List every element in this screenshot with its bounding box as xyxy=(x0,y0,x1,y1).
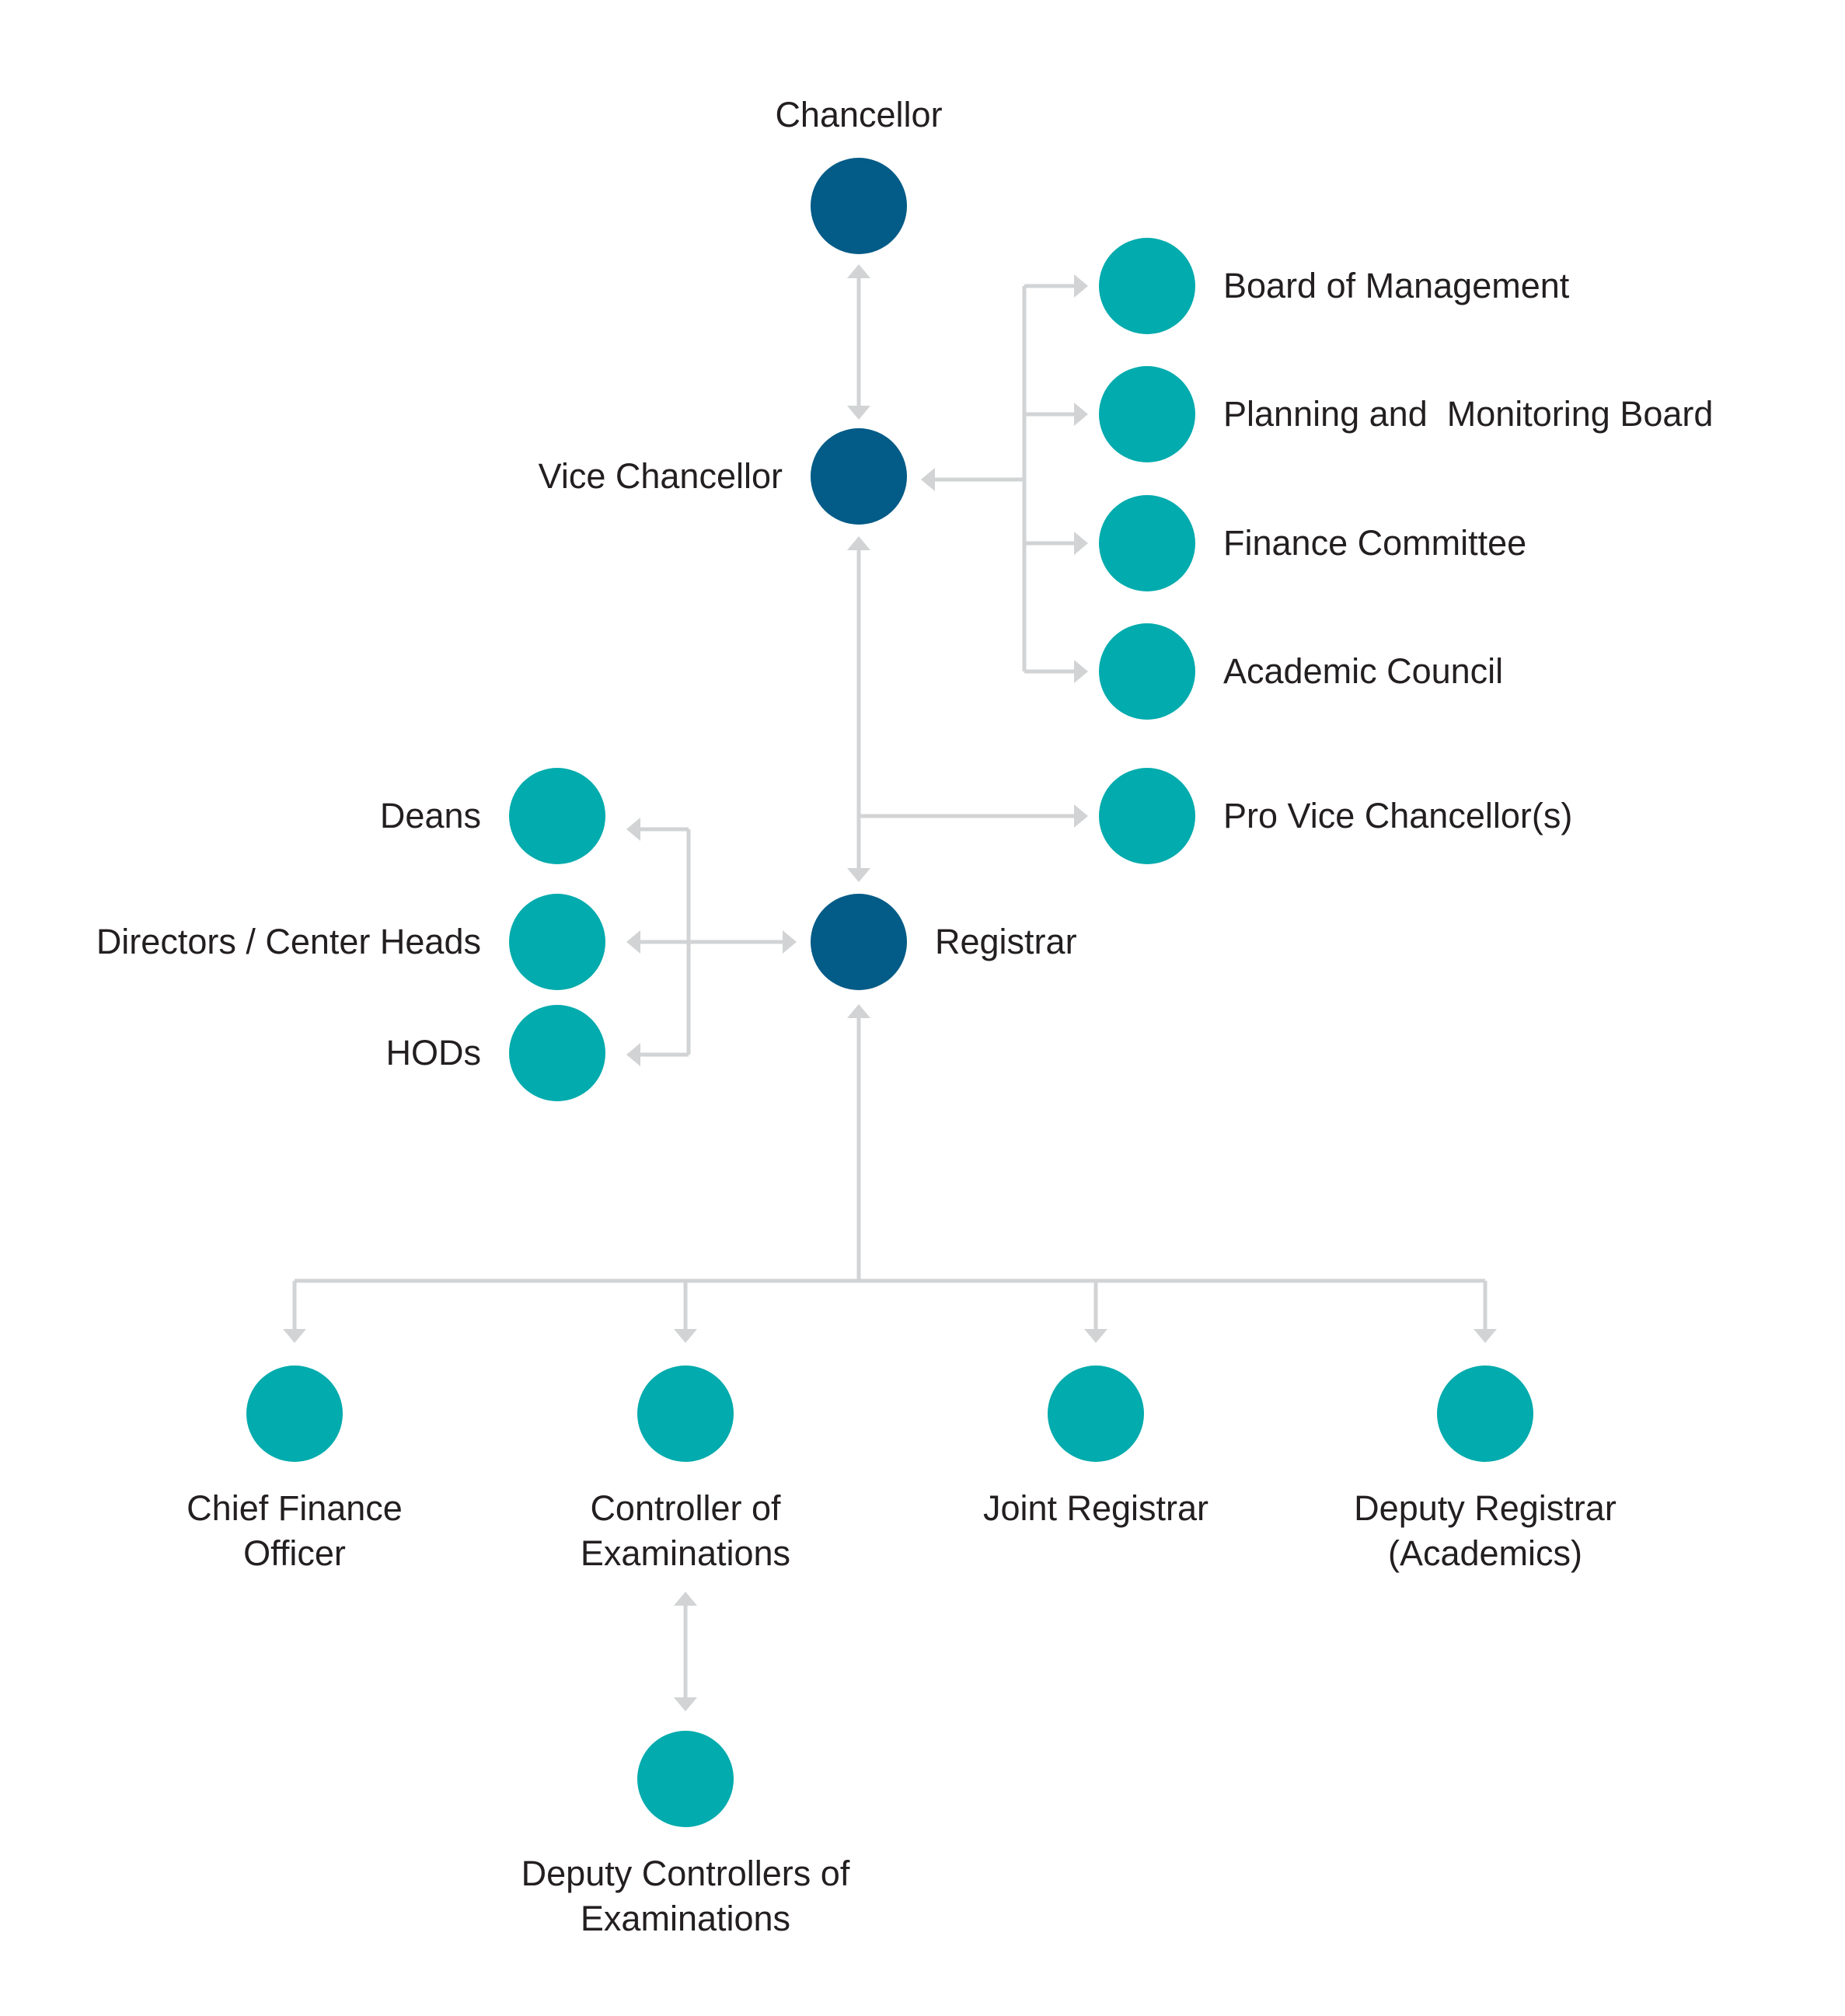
node-label-line: Controller of xyxy=(590,1488,781,1528)
arrowhead-up-icon xyxy=(847,1004,870,1018)
arrowhead-down-icon xyxy=(674,1329,697,1343)
node-label: Finance Committee xyxy=(1223,523,1526,563)
node-academic-council: Academic Council xyxy=(1099,623,1503,720)
node-label-line: Vice Chancellor xyxy=(539,456,783,496)
node-label: HODs xyxy=(386,1033,482,1073)
node-label-line: Examinations xyxy=(581,1533,790,1573)
arrowhead-up-icon xyxy=(674,1592,697,1606)
node-circle xyxy=(509,1005,605,1101)
node-label-line: Chancellor xyxy=(775,95,942,134)
node-circle xyxy=(637,1731,734,1827)
node-circle xyxy=(1099,366,1195,462)
arrowhead-left-icon xyxy=(626,1043,640,1066)
node-label-line: Joint Registrar xyxy=(983,1488,1208,1528)
arrowhead-right-icon xyxy=(1074,403,1088,426)
node-registrar: Registrar xyxy=(811,894,1077,990)
node-vice-chancellor: Vice Chancellor xyxy=(539,428,907,525)
arrowhead-left-icon xyxy=(626,930,640,954)
node-hods: HODs xyxy=(386,1005,605,1101)
arrowhead-down-icon xyxy=(1084,1329,1107,1343)
node-label: Chancellor xyxy=(775,95,942,134)
node-circle xyxy=(1099,768,1195,864)
node-label-line: Examinations xyxy=(581,1899,790,1938)
arrowhead-left-icon xyxy=(921,468,935,491)
node-planning-monitoring-board: Planning and Monitoring Board xyxy=(1099,366,1713,462)
node-board-of-management: Board of Management xyxy=(1099,238,1570,334)
node-deans: Deans xyxy=(380,768,605,864)
arrowhead-up-icon xyxy=(847,536,870,550)
node-deputy-registrar-academics: Deputy Registrar (Academics) xyxy=(1354,1366,1617,1573)
node-label: Controller of Examinations xyxy=(581,1488,790,1573)
arrowhead-down-icon xyxy=(674,1697,697,1711)
arrowhead-down-icon xyxy=(1474,1329,1497,1343)
node-circle xyxy=(1048,1366,1144,1462)
connectors xyxy=(283,264,1497,1711)
arrowhead-down-icon xyxy=(847,406,870,420)
arrowhead-right-icon xyxy=(783,930,797,954)
node-label-line: Board of Management xyxy=(1223,266,1570,305)
node-label: Registrar xyxy=(935,922,1077,961)
node-label-line: (Academics) xyxy=(1388,1533,1582,1573)
node-label-line: Registrar xyxy=(935,922,1077,961)
arrowhead-right-icon xyxy=(1074,532,1088,555)
node-chancellor: Chancellor xyxy=(775,95,943,254)
node-label: Planning and Monitoring Board xyxy=(1223,394,1713,434)
node-label-line: Chief Finance xyxy=(187,1488,403,1528)
node-finance-committee: Finance Committee xyxy=(1099,495,1526,591)
arrowhead-down-icon xyxy=(283,1329,306,1343)
arrowhead-down-icon xyxy=(847,868,870,882)
node-circle xyxy=(811,894,907,990)
node-label: Deans xyxy=(380,796,481,835)
node-label-line: Deputy Controllers of xyxy=(521,1854,850,1893)
node-label: Pro Vice Chancellor(s) xyxy=(1223,796,1572,835)
node-circle xyxy=(1099,623,1195,720)
node-circle xyxy=(246,1366,343,1462)
node-circle xyxy=(509,768,605,864)
node-label-line: Finance Committee xyxy=(1223,523,1526,563)
node-label-line: Officer xyxy=(243,1533,346,1573)
node-circle xyxy=(811,428,907,525)
node-label: Vice Chancellor xyxy=(539,456,783,496)
arrowhead-right-icon xyxy=(1074,660,1088,683)
node-circle xyxy=(509,894,605,990)
node-label-line: Planning and Monitoring Board xyxy=(1223,394,1713,434)
node-directors-center-heads: Directors / Center Heads xyxy=(96,894,605,990)
node-controller-of-examinations: Controller of Examinations xyxy=(581,1366,790,1573)
node-deputy-controllers-of-examinations: Deputy Controllers of Examinations xyxy=(521,1731,850,1938)
node-label: Deputy Controllers of Examinations xyxy=(521,1854,850,1938)
node-label: Board of Management xyxy=(1223,266,1570,305)
node-circle xyxy=(1099,238,1195,334)
node-label: Academic Council xyxy=(1223,651,1503,691)
node-label-line: HODs xyxy=(386,1033,482,1073)
node-joint-registrar: Joint Registrar xyxy=(983,1366,1208,1528)
node-label: Joint Registrar xyxy=(983,1488,1208,1528)
node-label: Deputy Registrar (Academics) xyxy=(1354,1488,1617,1573)
node-circle xyxy=(637,1366,734,1462)
node-label-line: Directors / Center Heads xyxy=(96,922,481,961)
node-label-line: Pro Vice Chancellor(s) xyxy=(1223,796,1572,835)
arrowhead-up-icon xyxy=(847,264,870,278)
node-label-line: Deputy Registrar xyxy=(1354,1488,1617,1528)
node-label: Directors / Center Heads xyxy=(96,922,481,961)
node-circle xyxy=(1099,495,1195,591)
arrowhead-left-icon xyxy=(626,818,640,841)
node-label-line: Deans xyxy=(380,796,481,835)
node-label-line: Academic Council xyxy=(1223,651,1503,691)
node-pro-vice-chancellor: Pro Vice Chancellor(s) xyxy=(1099,768,1572,864)
node-circle xyxy=(811,158,907,254)
node-circle xyxy=(1437,1366,1533,1462)
arrowhead-right-icon xyxy=(1074,274,1088,298)
arrowhead-right-icon xyxy=(1074,804,1088,828)
